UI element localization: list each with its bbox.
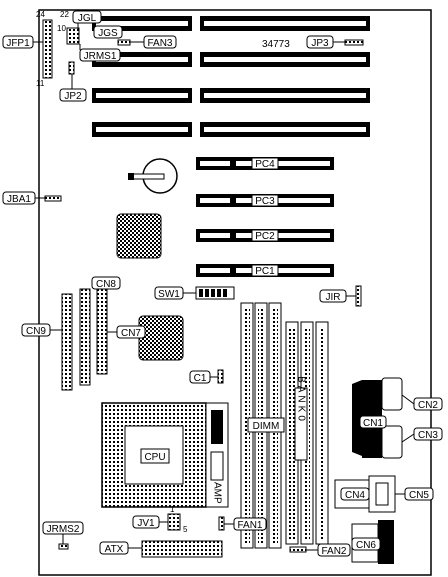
jrms2-label: JRMS2 <box>47 524 80 535</box>
chipset-north <box>116 213 162 259</box>
jgs-pins <box>66 27 80 45</box>
jgs-label: JGS <box>98 28 118 39</box>
cn9-tag: CN9 <box>21 323 51 337</box>
cn4-label: CN4 <box>345 490 365 501</box>
cn2-label: CN2 <box>418 400 438 411</box>
fan1-pins <box>218 516 225 531</box>
jfp1-label: JFP1 <box>6 38 30 49</box>
cn7-connector <box>96 288 108 375</box>
atx-connector <box>141 540 223 558</box>
jba1-tag: JBA1 <box>2 191 36 205</box>
jfp1-header <box>42 19 53 79</box>
atx-label: ATX <box>105 544 124 555</box>
pin-24: 24 <box>36 10 45 19</box>
fan1-label: FAN1 <box>237 520 262 531</box>
pc4-label: PC4 <box>255 159 275 170</box>
jv1-label: JV1 <box>137 518 155 529</box>
pc2-label: PC2 <box>255 231 275 242</box>
dimm-label: DIMM <box>253 421 280 432</box>
pc3-label: PC3 <box>255 196 275 207</box>
cn8-connector <box>79 288 91 386</box>
bank-label: BANK0 <box>296 376 307 424</box>
atx-tag: ATX <box>99 541 129 555</box>
sw1-label: SW1 <box>158 289 180 300</box>
fan2-pins <box>289 546 307 553</box>
jv1-tag: JV1 <box>132 515 160 529</box>
jp2-pins <box>68 61 75 75</box>
pin-10: 10 <box>57 24 66 33</box>
cn9-connector <box>61 293 73 391</box>
cpu-label: CPU <box>144 452 165 463</box>
board-id: 34773 <box>262 39 290 50</box>
c1-label: C1 <box>194 373 207 384</box>
jv1-pins <box>167 513 181 531</box>
jp3-label: JP3 <box>311 38 329 49</box>
jp3-pins <box>344 39 364 46</box>
fan2-label: FAN2 <box>321 546 346 557</box>
cn4-tag: CN4 <box>340 487 370 501</box>
jba1-label: JBA1 <box>7 194 31 205</box>
cn1-label: CN1 <box>363 418 383 429</box>
fan1-tag: FAN1 <box>233 517 267 531</box>
jba1-pins <box>44 195 62 202</box>
jir-tag: JIR <box>319 289 347 303</box>
cn2-tag: CN2 <box>413 397 443 411</box>
jir-pins <box>355 285 362 307</box>
c1-tag: C1 <box>189 370 211 384</box>
jp2-label: JP2 <box>64 91 82 102</box>
pc1-label: PC1 <box>255 266 275 277</box>
jv1-pin-1: 1 <box>170 505 175 514</box>
sw1-dip-switch <box>195 286 235 300</box>
jp2-tag: JP2 <box>59 88 87 102</box>
pin-22: 22 <box>60 10 69 19</box>
jv1-pin-5: 5 <box>183 525 188 534</box>
cpu-socket: CPU AMP <box>101 402 229 508</box>
amp-label: AMP <box>212 482 223 504</box>
jfp1-tag: JFP1 <box>2 35 34 49</box>
pci-slot-pc4: PC4 <box>196 157 334 170</box>
cn7-tag: CN7 <box>116 325 146 339</box>
jrms1-label: JRMS1 <box>84 51 117 62</box>
jgl-label: JGL <box>78 13 97 24</box>
jrms2-pins <box>58 543 69 550</box>
pci-slot-pc1: PC1 <box>196 264 334 277</box>
cn8-label: CN8 <box>96 279 116 290</box>
jrms2-tag: JRMS2 <box>42 521 84 535</box>
pci-slot-pc3: PC3 <box>196 194 334 207</box>
jgl-tag: JGL <box>72 10 102 24</box>
cn7-label: CN7 <box>121 328 141 339</box>
cn3-tag: CN3 <box>413 427 443 441</box>
jir-label: JIR <box>326 292 341 303</box>
sw1-tag: SW1 <box>154 286 184 300</box>
pci-slot-pc2: PC2 <box>196 229 334 242</box>
battery <box>128 158 178 194</box>
cn5-label: CN5 <box>409 490 429 501</box>
cn8-tag: CN8 <box>91 276 121 290</box>
fan2-tag: FAN2 <box>317 543 351 557</box>
cn6-tag: CN6 <box>351 537 381 551</box>
cn5-tag: CN5 <box>404 487 434 501</box>
jrms1-tag: JRMS1 <box>79 48 121 62</box>
jp3-tag: JP3 <box>306 35 334 49</box>
jgs-tag: JGS <box>93 25 123 39</box>
c1-pins <box>217 369 224 384</box>
fan3-label: FAN3 <box>147 38 172 49</box>
cn9-label: CN9 <box>26 326 46 337</box>
chipset-south <box>138 315 184 361</box>
fan3-tag: FAN3 <box>143 35 177 49</box>
cn1-tag: CN1 <box>359 415 387 429</box>
cn6-label: CN6 <box>356 540 376 551</box>
pin-11: 11 <box>36 79 45 88</box>
fan3-pins <box>117 39 131 46</box>
cn3-label: CN3 <box>418 430 438 441</box>
